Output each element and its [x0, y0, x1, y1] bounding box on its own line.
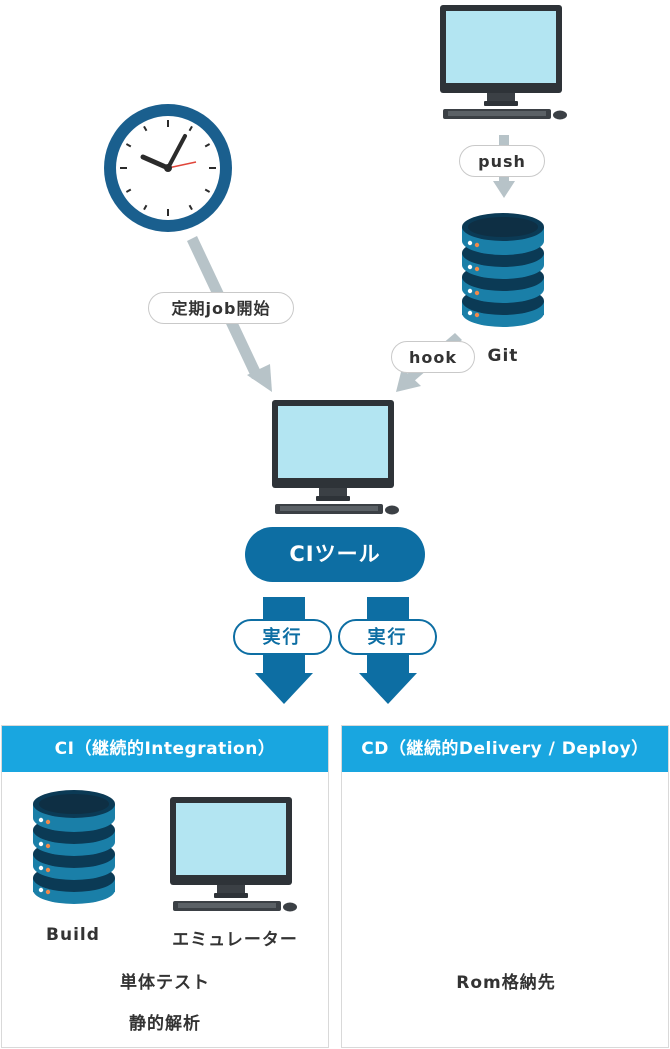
- clock-icon: [104, 104, 232, 232]
- ci-monitor-icon: [272, 400, 399, 515]
- git-server-icon: [462, 213, 544, 327]
- hook-label: hook: [391, 341, 475, 373]
- cd-panel-title: CD（継続的Delivery / Deploy）: [342, 726, 668, 772]
- build-label: Build: [46, 925, 100, 945]
- unit-test-label: 単体テスト: [120, 973, 210, 993]
- ci-panel-title: CI（継続的Integration）: [2, 726, 328, 772]
- emulator-label: エミュレーター: [172, 930, 298, 950]
- execute-label-right: 実行: [338, 619, 437, 655]
- execute-label-left: 実行: [233, 619, 332, 655]
- ci-panel: CI（継続的Integration）: [1, 725, 329, 1048]
- git-label: Git: [487, 346, 519, 366]
- rom-storage-label: Rom格納先: [456, 973, 556, 993]
- push-label: push: [459, 145, 545, 177]
- developer-monitor-icon: [440, 5, 567, 120]
- cd-panel: CD（継続的Delivery / Deploy）: [341, 725, 669, 1048]
- schedule-job-label: 定期job開始: [148, 292, 294, 324]
- ci-tool-node: CIツール: [245, 527, 425, 582]
- static-analysis-label: 静的解析: [129, 1014, 201, 1034]
